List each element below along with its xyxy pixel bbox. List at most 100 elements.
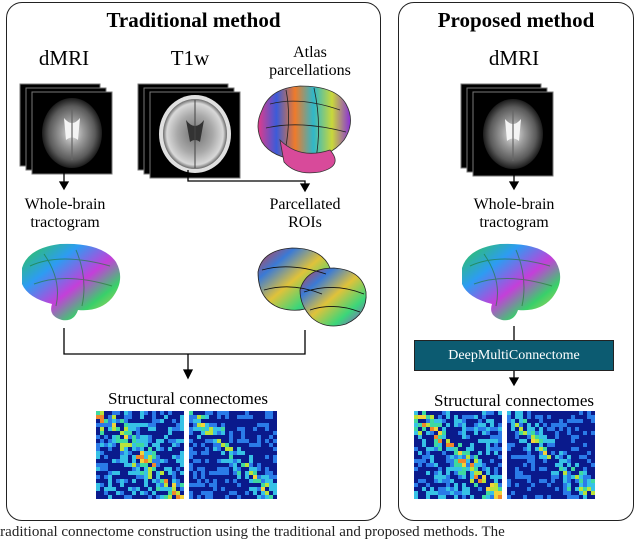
connectome-cell — [575, 475, 579, 479]
connectome-cell — [547, 443, 551, 447]
connectome-cell — [213, 483, 217, 487]
proposed-tractogram-label-line2: tractogram — [479, 214, 549, 231]
connectome-cell — [551, 423, 555, 427]
connectome-cell — [563, 451, 567, 455]
connectome-cell — [478, 419, 482, 423]
connectome-cell — [559, 451, 563, 455]
connectome-cell — [498, 463, 502, 467]
connectome-cell — [494, 487, 498, 491]
connectome-cell — [112, 443, 116, 447]
connectome-cell — [273, 447, 277, 451]
connectome-cell — [265, 475, 269, 479]
connectome-cell — [209, 439, 213, 443]
connectome-cell — [265, 415, 269, 419]
connectome-cell — [515, 455, 519, 459]
connectome-cell — [438, 475, 442, 479]
connectome-cell — [486, 491, 490, 495]
connectome-cell — [438, 467, 442, 471]
connectome-cell — [466, 491, 470, 495]
connectome-cell — [462, 451, 466, 455]
connectome-cell — [124, 415, 128, 419]
connectome-cell — [193, 471, 197, 475]
connectome-cell — [164, 495, 168, 499]
connectome-cell — [414, 467, 418, 471]
connectome-cell — [511, 443, 515, 447]
connectome-cell — [494, 483, 498, 487]
connectome-cell — [124, 443, 128, 447]
connectome-cell — [148, 475, 152, 479]
connectome-cell — [454, 463, 458, 467]
connectome-cell — [442, 491, 446, 495]
connectome-cell — [482, 411, 486, 415]
connectome-cell — [507, 479, 511, 483]
connectome-cell — [466, 467, 470, 471]
connectome-cell — [273, 431, 277, 435]
connectome-cell — [515, 467, 519, 471]
connectome-cell — [563, 423, 567, 427]
connectome-cell — [132, 443, 136, 447]
connectome-cell — [221, 427, 225, 431]
connectome-cell — [156, 463, 160, 467]
connectome-cell — [575, 463, 579, 467]
connectome-cell — [511, 423, 515, 427]
connectome-cell — [213, 427, 217, 431]
connectome-cell — [515, 483, 519, 487]
connectome-cell — [547, 427, 551, 431]
tractogram-brain-proposed — [462, 243, 561, 321]
connectome-cell — [96, 447, 100, 451]
connectome-cell — [253, 467, 257, 471]
connectome-cell — [144, 451, 148, 455]
connectome-cell — [462, 435, 466, 439]
connectome-cell — [579, 487, 583, 491]
connectome-cell — [438, 435, 442, 439]
connectome-cell — [96, 467, 100, 471]
connectome-cell — [531, 463, 535, 467]
connectome-cell — [474, 467, 478, 471]
connectome-cell — [128, 427, 132, 431]
connectome-cell — [148, 423, 152, 427]
connectome-cell — [527, 411, 531, 415]
connectome-cell — [261, 483, 265, 487]
connectome-cell — [213, 443, 217, 447]
connectome-cell — [249, 479, 253, 483]
connectome-cell — [527, 479, 531, 483]
connectome-cell — [494, 491, 498, 495]
connectome-cell — [120, 419, 124, 423]
connectome-cell — [486, 495, 490, 499]
connectome-cell — [426, 483, 430, 487]
connectome-cell — [434, 447, 438, 451]
connectome-cell — [233, 479, 237, 483]
connectome-cell — [543, 467, 547, 471]
connectome-cell — [193, 475, 197, 479]
connectome-cell — [583, 479, 587, 483]
connectome-cell — [434, 471, 438, 475]
connectome-cell — [249, 455, 253, 459]
connectome-cell — [160, 419, 164, 423]
atlas-parcellation-brain — [257, 85, 351, 174]
connectome-cell — [466, 427, 470, 431]
connectome-cell — [132, 447, 136, 451]
connectome-cell — [579, 419, 583, 423]
connectome-cell — [245, 439, 249, 443]
connectome-cell — [446, 487, 450, 491]
connectome-cell — [523, 419, 527, 423]
connectome-cell — [434, 491, 438, 495]
connectome-cell — [591, 491, 595, 495]
connectome-cell — [478, 487, 482, 491]
connectome-cell — [551, 427, 555, 431]
connectome-cell — [237, 459, 241, 463]
connectome-cell — [112, 439, 116, 443]
connectome-cell — [152, 467, 156, 471]
connectome-cell — [156, 475, 160, 479]
connectome-cell — [474, 475, 478, 479]
connectome-cell — [136, 431, 140, 435]
connectome-cell — [462, 487, 466, 491]
connectome-cell — [100, 419, 104, 423]
connectome-cell — [446, 447, 450, 451]
connectome-cell — [466, 455, 470, 459]
connectome-cell — [108, 475, 112, 479]
connectome-cell — [128, 423, 132, 427]
connectome-cell — [205, 431, 209, 435]
connectome-cell — [205, 439, 209, 443]
connectome-cell — [438, 487, 442, 491]
